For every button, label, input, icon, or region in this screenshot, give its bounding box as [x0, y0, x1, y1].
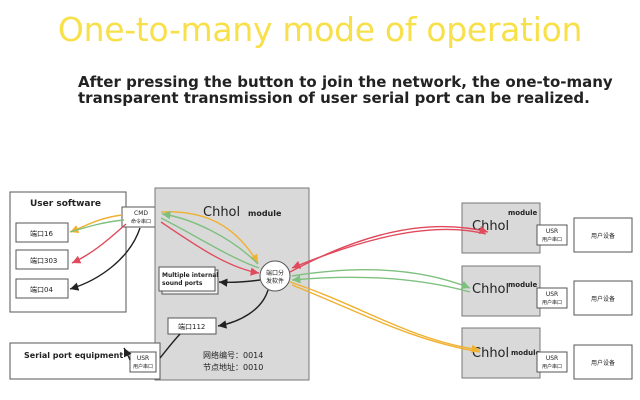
cmd-box: CMD 命令串口	[121, 206, 161, 228]
arrow-remote2-back	[291, 275, 471, 293]
remote-1-usr-sub: 用户串口	[542, 236, 562, 243]
arrow-cmd-port16-green	[69, 219, 125, 233]
arrow-port112-serial	[159, 333, 181, 359]
arrow-remote1-red	[289, 225, 489, 273]
serial-equipment-title: Serial port equipment	[24, 351, 123, 360]
remote-2-suffix: module	[508, 281, 537, 289]
arrow-dispatch-cmd-green	[161, 211, 259, 265]
page-title: One-to-many mode of operation	[57, 10, 583, 49]
port-label-303: 端口303	[30, 256, 57, 265]
dispatch-label-1: 端口分	[266, 269, 284, 277]
sound-ports-line2: sound ports	[162, 280, 203, 287]
network-id: 网络编号：0014	[203, 350, 263, 360]
remote-1-device: 用户设备	[591, 232, 615, 240]
remote-1-usr: USR	[546, 228, 558, 235]
cmd-label: CMD	[134, 210, 148, 217]
remote-3-usr: USR	[546, 355, 558, 362]
serial-usr-label: USR	[137, 355, 149, 362]
arrow-remote3-back	[291, 284, 481, 353]
serial-equipment-box: Serial port equipment USR 用户串口	[9, 342, 161, 380]
arrow-cmd-dispatch-orange	[160, 211, 259, 264]
port-112-label: 端口112	[178, 322, 205, 331]
port-label-16: 端口16	[30, 229, 53, 238]
remote-module-3: Chhol module USR 用户串口 用户设备	[461, 327, 633, 380]
remote-module-2: Chhol module USR 用户串口 用户设备	[461, 265, 633, 317]
sound-ports-line1: Multiple internal	[162, 272, 218, 279]
subtitle-line-2: transparent transmission of user serial …	[78, 89, 590, 107]
arrow-dispatch-port112	[217, 289, 269, 329]
arrow-remote2-green	[291, 269, 471, 289]
serial-usr-sublabel: 用户串口	[133, 363, 153, 370]
connection-arrows	[69, 211, 489, 361]
subtitle-line-1: After pressing the button to join the ne…	[78, 73, 613, 91]
central-module: Chhol module Multiple internal sound por…	[154, 187, 310, 381]
subtitle: After pressing the button to join the ne…	[78, 74, 618, 106]
user-software-title: User software	[30, 199, 101, 209]
user-software-box: User software 端口16 端口303 端口04	[9, 191, 127, 313]
arrow-cmd-port04	[69, 227, 141, 291]
arrow-dispatch-sound	[218, 278, 261, 287]
arrow-remote1-back	[291, 228, 487, 269]
central-module-brand: Chhol	[203, 205, 240, 220]
arrow-cmd-dispatch-green	[160, 217, 260, 269]
remote-3-suffix: module	[511, 349, 540, 357]
dispatch-label-2: 发软件	[266, 277, 284, 285]
remote-3-device: 用户设备	[591, 359, 615, 367]
central-module-suffix: module	[248, 209, 282, 218]
arrow-remote3-orange	[289, 281, 481, 353]
remote-2-device: 用户设备	[591, 295, 615, 303]
dispatch-node	[259, 260, 291, 292]
cmd-sublabel: 命令串口	[131, 218, 151, 225]
arrow-cmd-dispatch-red	[160, 221, 260, 276]
remote-1-suffix: module	[508, 209, 537, 217]
node-address: 节点地址：0010	[203, 362, 263, 372]
remote-2-brand: Chhol	[472, 282, 509, 297]
remote-2-usr: USR	[546, 291, 558, 298]
remote-2-usr-sub: 用户串口	[542, 299, 562, 306]
arrow-cmd-port303	[71, 223, 127, 264]
remote-3-usr-sub: 用户串口	[542, 363, 562, 370]
arrow-serial-up	[123, 347, 132, 361]
remote-module-1: Chhol module USR 用户串口 用户设备	[461, 202, 633, 254]
remote-3-brand: Chhol	[472, 346, 509, 361]
port-label-04: 端口04	[30, 285, 53, 294]
